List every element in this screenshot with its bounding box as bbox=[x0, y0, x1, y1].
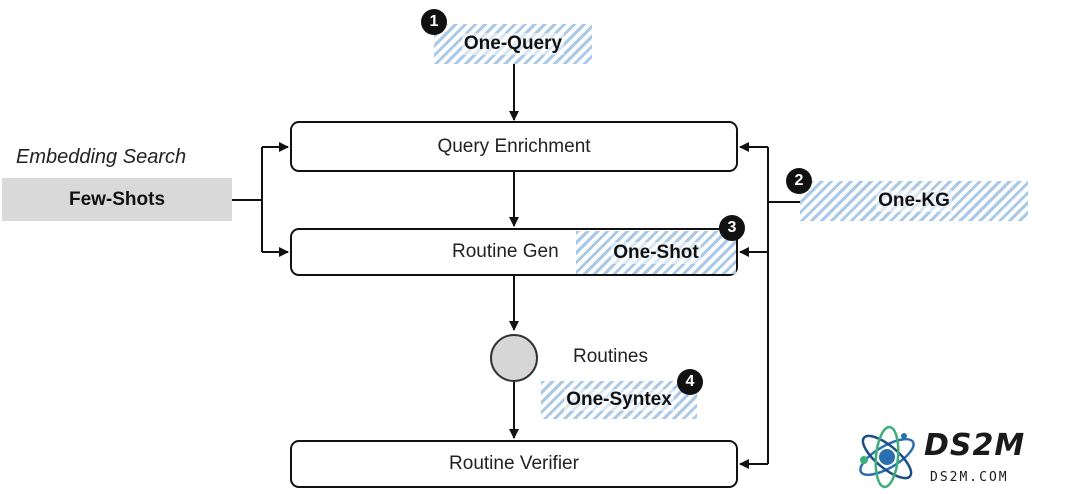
badge-2: 2 bbox=[786, 168, 812, 194]
one-syntex-block: One-Syntex bbox=[541, 381, 697, 419]
one-shot-block: One-Shot bbox=[576, 231, 736, 274]
one-query-block: One-Query bbox=[434, 24, 592, 64]
atom-logo-icon bbox=[859, 425, 915, 489]
badge-1: 1 bbox=[421, 9, 447, 35]
routine-gen-label: Routine Gen bbox=[452, 241, 559, 262]
routines-label: Routines bbox=[573, 346, 648, 367]
one-kg-block: One-KG bbox=[800, 181, 1028, 221]
one-shot-label: One-Shot bbox=[611, 241, 701, 264]
few-shots-block: Few-Shots bbox=[2, 178, 232, 221]
query-enrichment-node: Query Enrichment bbox=[290, 121, 738, 172]
badge-4: 4 bbox=[677, 369, 703, 395]
one-kg-label: One-KG bbox=[876, 190, 952, 212]
badge-3: 3 bbox=[719, 215, 745, 241]
embedding-search-label: Embedding Search bbox=[16, 146, 187, 168]
one-query-label: One-Query bbox=[461, 33, 565, 55]
watermark-title: DS2M bbox=[924, 428, 1026, 463]
routine-verifier-node: Routine Verifier bbox=[290, 440, 738, 488]
watermark-subtitle: DS2M.COM bbox=[930, 470, 1009, 485]
one-syntex-label: One-Syntex bbox=[564, 389, 674, 411]
routines-node bbox=[490, 334, 538, 382]
